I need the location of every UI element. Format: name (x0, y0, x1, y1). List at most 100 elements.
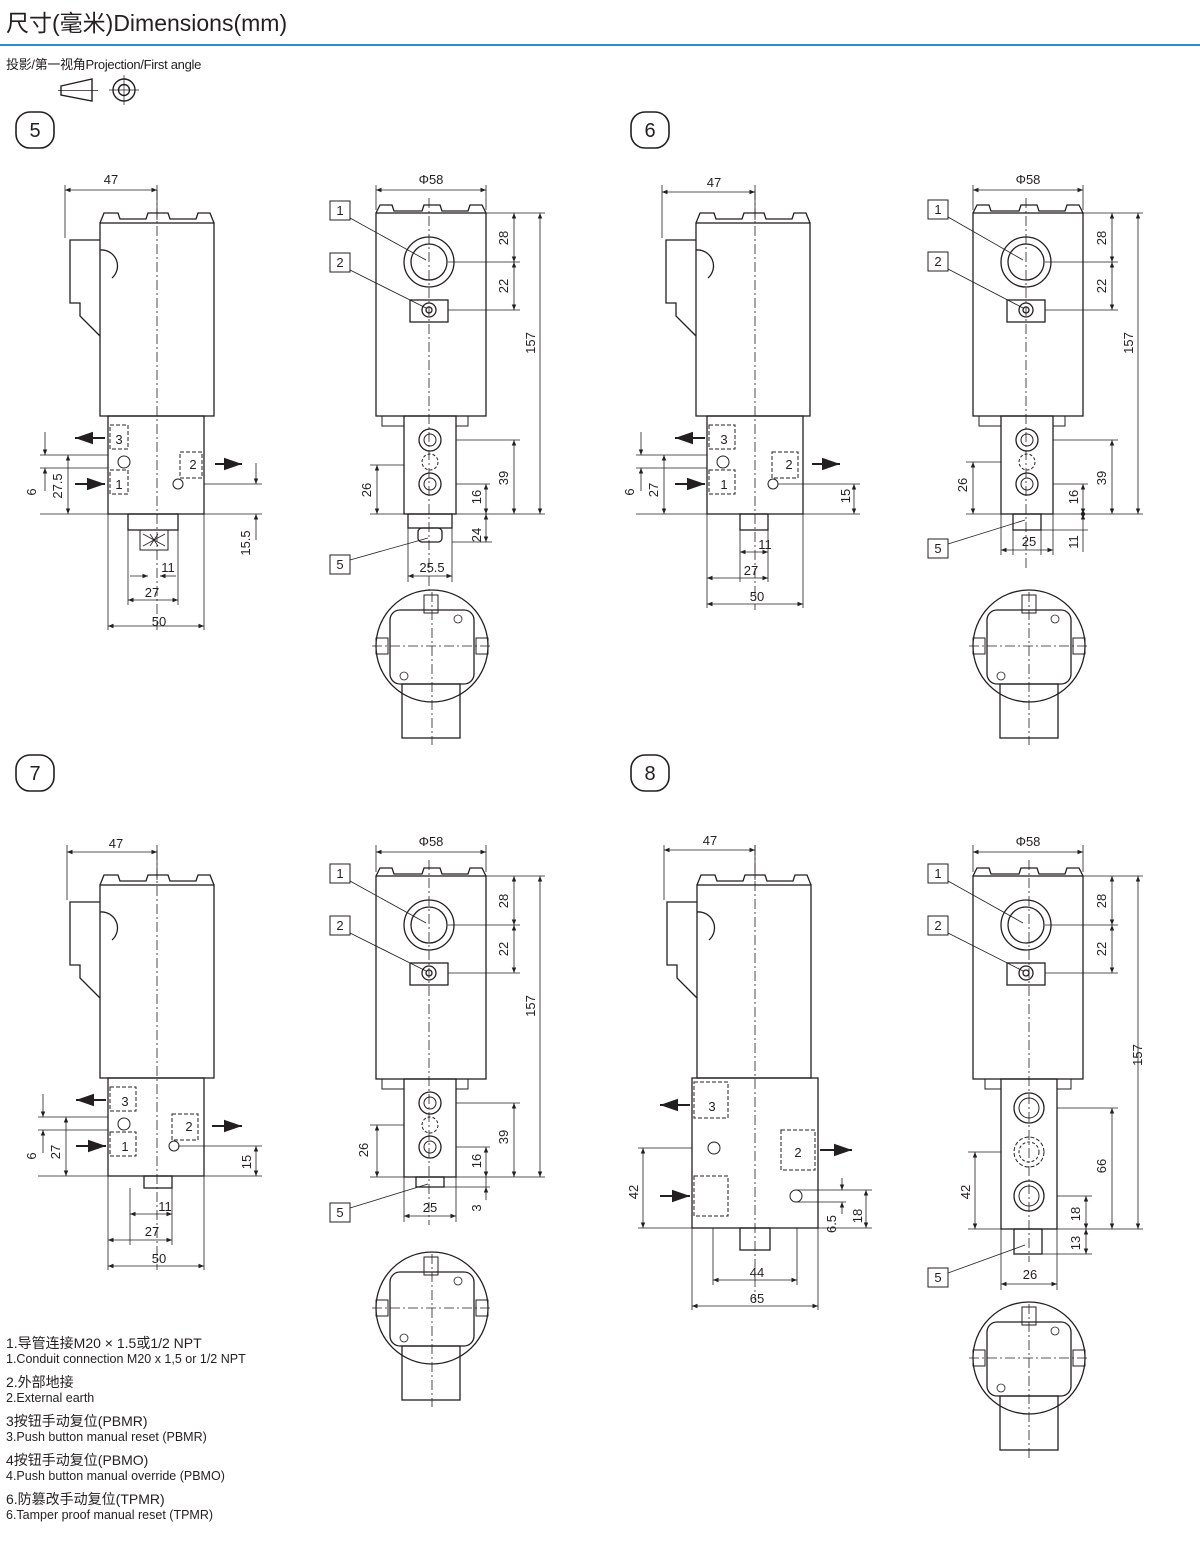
svg-text:3: 3 (720, 432, 727, 447)
legend-item: 4按钮手动复位(PBMO) 4.Push button manual overr… (6, 1451, 406, 1484)
svg-text:39: 39 (496, 471, 511, 485)
title-divider (0, 44, 1200, 46)
svg-text:1: 1 (934, 202, 941, 217)
front-view (969, 198, 1089, 745)
dimension-labels: Φ58 28 22 157 26 16 39 3 25 (356, 834, 538, 1215)
svg-text:8: 8 (644, 763, 655, 785)
svg-text:26: 26 (359, 483, 374, 497)
svg-text:25: 25 (423, 1200, 437, 1215)
svg-text:2: 2 (794, 1145, 801, 1160)
svg-text:5: 5 (934, 1270, 941, 1285)
svg-text:3: 3 (469, 1204, 484, 1211)
callout-5: 5 (927, 519, 1026, 559)
svg-text:42: 42 (958, 1185, 973, 1199)
svg-text:6.5: 6.5 (824, 1215, 839, 1233)
svg-text:39: 39 (496, 1130, 511, 1144)
svg-text:25.5: 25.5 (419, 560, 444, 575)
side-view (666, 845, 819, 1300)
callout-2: 2 (927, 915, 1024, 972)
svg-text:5: 5 (29, 120, 40, 142)
svg-text:47: 47 (703, 833, 717, 848)
view-number-badge: 5 (15, 111, 55, 149)
svg-text:Φ58: Φ58 (419, 172, 444, 187)
callouts: 1 2 5 (329, 863, 429, 1223)
dimension-labels: 47 42 6.5 18 44 65 (626, 833, 865, 1306)
svg-text:7: 7 (29, 763, 40, 785)
svg-text:3: 3 (115, 432, 122, 447)
svg-text:6: 6 (24, 488, 39, 495)
legend-item: 2.外部地接 2.External earth (6, 1373, 406, 1406)
callout-1: 1 (927, 199, 1024, 261)
side-view (69, 190, 215, 630)
front-view (969, 860, 1089, 1460)
callout-2: 2 (329, 252, 427, 309)
callouts: 1 2 5 (329, 200, 429, 575)
callout-1: 1 (927, 863, 1024, 924)
svg-text:26: 26 (955, 478, 970, 492)
projection-label: 投影/第一视角Projection/First angle (6, 57, 202, 72)
legend-text-en: 1.Conduit connection M20 x 1,5 or 1/2 NP… (6, 1352, 246, 1366)
svg-text:2: 2 (336, 918, 343, 933)
callout-2: 2 (329, 915, 427, 972)
port-labels: 3 1 2 (720, 432, 792, 492)
dimension-labels: 47 6 27 15 11 27 50 (24, 836, 254, 1266)
svg-text:50: 50 (152, 614, 166, 629)
legend-text-en: 3.Push button manual reset (PBMR) (6, 1430, 207, 1444)
view-number-badge: 8 (630, 754, 670, 792)
dimension-lines (370, 185, 545, 582)
flow-arrows (75, 431, 242, 491)
svg-text:47: 47 (104, 172, 118, 187)
svg-text:22: 22 (1094, 279, 1109, 293)
svg-text:2: 2 (336, 255, 343, 270)
dimension-labels: 47 6 27.5 15.5 11 27 50 (24, 172, 253, 629)
svg-text:2: 2 (785, 457, 792, 472)
svg-text:16: 16 (469, 1154, 484, 1168)
dimension-labels: Φ58 28 22 157 42 18 66 13 26 (958, 834, 1145, 1282)
callout-5: 5 (927, 1244, 1026, 1288)
legend-text-zh: 2.外部地接 (6, 1374, 74, 1390)
svg-text:28: 28 (496, 231, 511, 245)
flow-arrows (660, 1098, 852, 1203)
svg-text:11: 11 (158, 1199, 172, 1214)
callout-5: 5 (329, 537, 429, 575)
view-number-badge: 7 (15, 754, 55, 792)
view-5: 5 3 1 2 (15, 111, 545, 745)
svg-text:18: 18 (850, 1209, 865, 1223)
svg-text:11: 11 (758, 537, 772, 552)
legend: 1.导管连接M20 × 1.5或1/2 NPT 1.Conduit connec… (6, 1334, 406, 1529)
legend-item: 6.防篡改手动复位(TPMR) 6.Tamper proof manual re… (6, 1490, 406, 1523)
svg-text:6: 6 (622, 488, 637, 495)
dimension-lines (38, 845, 262, 1270)
view-8: 8 3 2 (626, 754, 1145, 1460)
svg-text:22: 22 (496, 942, 511, 956)
svg-text:1: 1 (720, 477, 727, 492)
dimension-lines (370, 845, 545, 1222)
callout-1: 1 (329, 200, 427, 261)
legend-text-zh: 4按钮手动复位(PBMO) (6, 1452, 149, 1468)
svg-text:Φ58: Φ58 (419, 834, 444, 849)
svg-text:26: 26 (1023, 1267, 1037, 1282)
svg-text:18: 18 (1068, 1207, 1083, 1221)
side-view (69, 850, 215, 1270)
svg-text:1: 1 (336, 866, 343, 881)
callout-2: 2 (927, 251, 1024, 309)
side-view (665, 190, 811, 610)
svg-text:6: 6 (644, 120, 655, 142)
callout-5: 5 (329, 1183, 429, 1223)
svg-text:157: 157 (1121, 332, 1136, 354)
callouts: 1 2 5 (927, 199, 1026, 559)
svg-text:5: 5 (934, 541, 941, 556)
page-title: 尺寸(毫米)Dimensions(mm) (6, 10, 288, 36)
svg-text:Φ58: Φ58 (1016, 172, 1041, 187)
svg-text:1: 1 (934, 866, 941, 881)
svg-text:157: 157 (1130, 1044, 1145, 1066)
svg-text:22: 22 (496, 279, 511, 293)
svg-text:16: 16 (1066, 490, 1081, 504)
svg-text:5: 5 (336, 1205, 343, 1220)
svg-text:27: 27 (145, 585, 159, 600)
svg-text:15: 15 (838, 489, 853, 503)
svg-text:15: 15 (239, 1155, 254, 1169)
svg-text:27: 27 (744, 563, 758, 578)
svg-text:11: 11 (1066, 535, 1081, 549)
view-6: 6 3 1 2 (622, 111, 1143, 745)
